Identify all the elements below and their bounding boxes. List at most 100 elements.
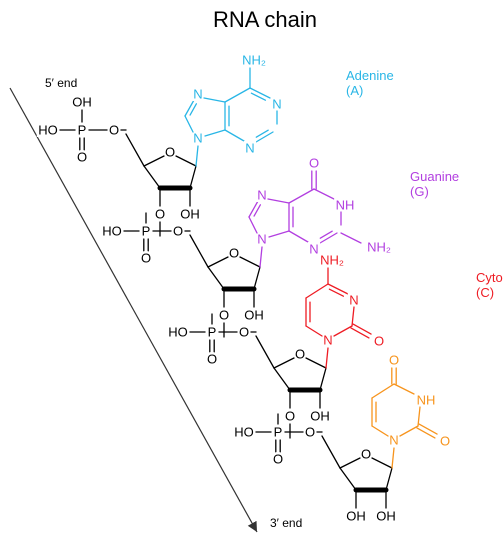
ring-bond (273, 367, 291, 391)
nucleotide-name: Guanine (410, 169, 459, 184)
ring-bond (207, 256, 229, 268)
purine-bond (204, 129, 226, 137)
n9-label: N (257, 232, 266, 247)
phosphate-oxygen-label: O (273, 452, 283, 467)
c4-oxygen-label: O (389, 353, 399, 368)
carbonyl-oxygen-label: O (309, 156, 319, 171)
three-prime-hydroxyl-label: OH (346, 509, 366, 524)
phosphate-hydroxyl-label: HO (38, 123, 58, 138)
purine-bond (319, 232, 338, 244)
three-prime-oxygen-label: O (285, 409, 295, 424)
phosphorus-label: P (78, 123, 87, 138)
n3-label: N (245, 141, 254, 156)
c5-bond (321, 435, 341, 469)
purine-bond (255, 129, 269, 138)
ring-bond (253, 266, 261, 290)
amine-label: NH₂ (367, 240, 391, 255)
purine-bond (203, 97, 226, 103)
three-prime-oxygen-label: O (219, 308, 229, 323)
pyrimidine-bond (305, 325, 323, 337)
two-prime-hydroxyl-label: OH (376, 509, 396, 524)
ring-oxygen-label: O (295, 347, 305, 362)
pyrimidine-bond (417, 406, 421, 427)
n9-label: N (193, 131, 202, 146)
pyrimidine-bond (371, 425, 389, 437)
pyrimidine-bond (333, 325, 353, 337)
ring-bond (143, 155, 165, 167)
phosphate-oxygen-label: O (207, 352, 217, 367)
purine-bond (319, 230, 333, 239)
two-prime-hydroxyl-label: OH (180, 207, 200, 222)
pyrimidine-bond (305, 283, 329, 299)
ring-oxygen-label: O (361, 447, 371, 462)
purine-bond (268, 230, 290, 238)
ring-bond (305, 357, 327, 369)
ring-bond (175, 155, 197, 167)
c5-bond (125, 133, 145, 167)
ester-oxygen-label: O (239, 325, 249, 340)
ester-oxygen-label: O (109, 123, 119, 138)
ring-bond (189, 165, 197, 189)
n7-label: N (257, 188, 266, 203)
ring-oxygen-label: O (165, 145, 175, 160)
diagram-title: RNA chain (213, 7, 317, 32)
n1-label: N (323, 333, 332, 348)
glycosidic-bond (259, 246, 263, 268)
glycosidic-bond (325, 347, 329, 369)
n1-label: N (272, 97, 281, 112)
ester-oxygen-label: O (305, 425, 315, 440)
ester-oxygen-label: O (173, 224, 183, 239)
phosphorus-label: P (142, 224, 151, 239)
pyrimidine-bond (351, 306, 355, 327)
amine-label: NH₂ (320, 253, 344, 268)
phosphate-oxygen-label: O (77, 150, 87, 165)
ring-bond (385, 467, 393, 491)
nucleotide-name: Adenine (346, 68, 394, 83)
n7-label: N (193, 87, 202, 102)
ring-bond (143, 165, 161, 189)
pyrimidine-bond (327, 283, 349, 295)
c2-oxygen-label: O (440, 434, 450, 449)
purine-bond (288, 188, 315, 204)
purine-bond (288, 230, 309, 243)
three-prime-oxygen-label: O (155, 207, 165, 222)
phosphorus-label: P (274, 425, 283, 440)
nucleotide-abbreviation: (C) (476, 285, 494, 300)
nucleotide-abbreviation: (A) (346, 83, 363, 98)
amine-label: NH₂ (242, 53, 266, 68)
two-prime-hydroxyl-label: OH (310, 409, 330, 424)
c5-bond (189, 234, 209, 268)
phosphate-hydroxyl-label: HO (234, 425, 254, 440)
glycosidic-bond (391, 447, 395, 469)
carbonyl-bond (350, 327, 370, 339)
ring-oxygen-label: O (229, 246, 239, 261)
direction-arrow (9, 87, 258, 533)
n1-label: N (389, 433, 398, 448)
ring-bond (371, 457, 393, 469)
pyrimidine-bond (399, 425, 419, 437)
purine-bond (184, 115, 194, 133)
n3-label: N (349, 293, 358, 308)
purine-bond (313, 188, 335, 200)
pyrimidine-bond (328, 288, 345, 297)
ring-bond (207, 266, 225, 290)
carbonyl-bond (352, 323, 372, 335)
purine-bond (253, 204, 262, 217)
purine-bond (184, 99, 195, 117)
c2-oxygen-label: O (374, 334, 384, 349)
carbonyl-bond (418, 423, 438, 435)
carbonyl-bond (416, 427, 436, 439)
pyrimidine-bond (393, 383, 415, 395)
nucleotide-name: Cytosine (476, 270, 503, 285)
five-prime-end-label: 5′ end (45, 76, 77, 90)
ring-bond (339, 457, 361, 469)
n1-imine-label: NH (336, 198, 355, 213)
ring-bond (319, 367, 327, 391)
nucleotide-abbreviation: (G) (410, 184, 429, 199)
purine-bond (250, 92, 267, 101)
phosphate-oxygen-label: O (141, 251, 151, 266)
